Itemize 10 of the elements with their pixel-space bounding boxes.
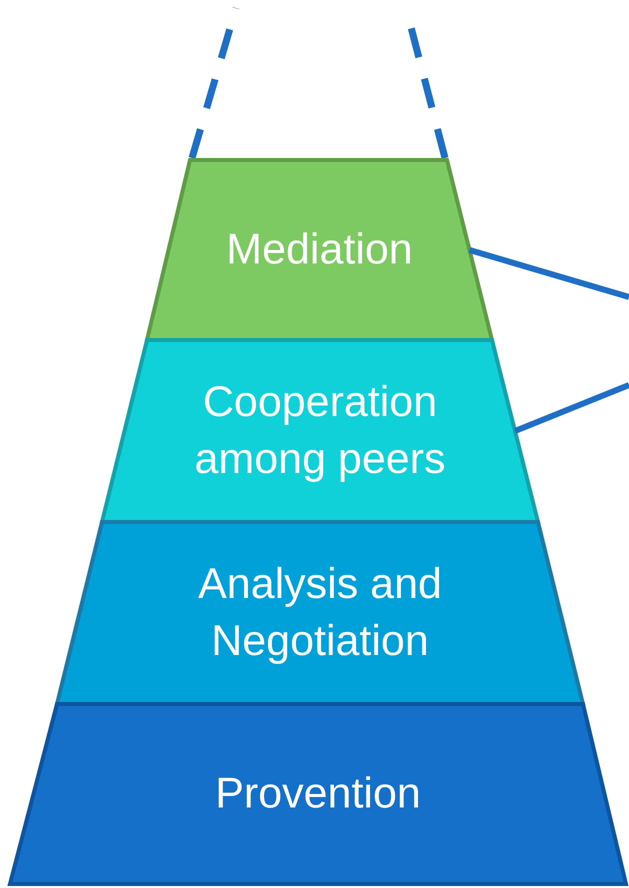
tier-label: Cooperation among peers [194,377,446,485]
pyramid-tier [147,160,492,340]
tier-label: Analysis and Negotiation [197,559,443,667]
pyramid-tier [102,340,538,522]
pyramid-tier [57,522,583,704]
tier-label: Provention [215,768,421,820]
tier-label: Mediation [226,224,413,276]
connector-line [468,247,629,300]
pyramid-tier [10,704,626,884]
connector-line [514,382,629,434]
